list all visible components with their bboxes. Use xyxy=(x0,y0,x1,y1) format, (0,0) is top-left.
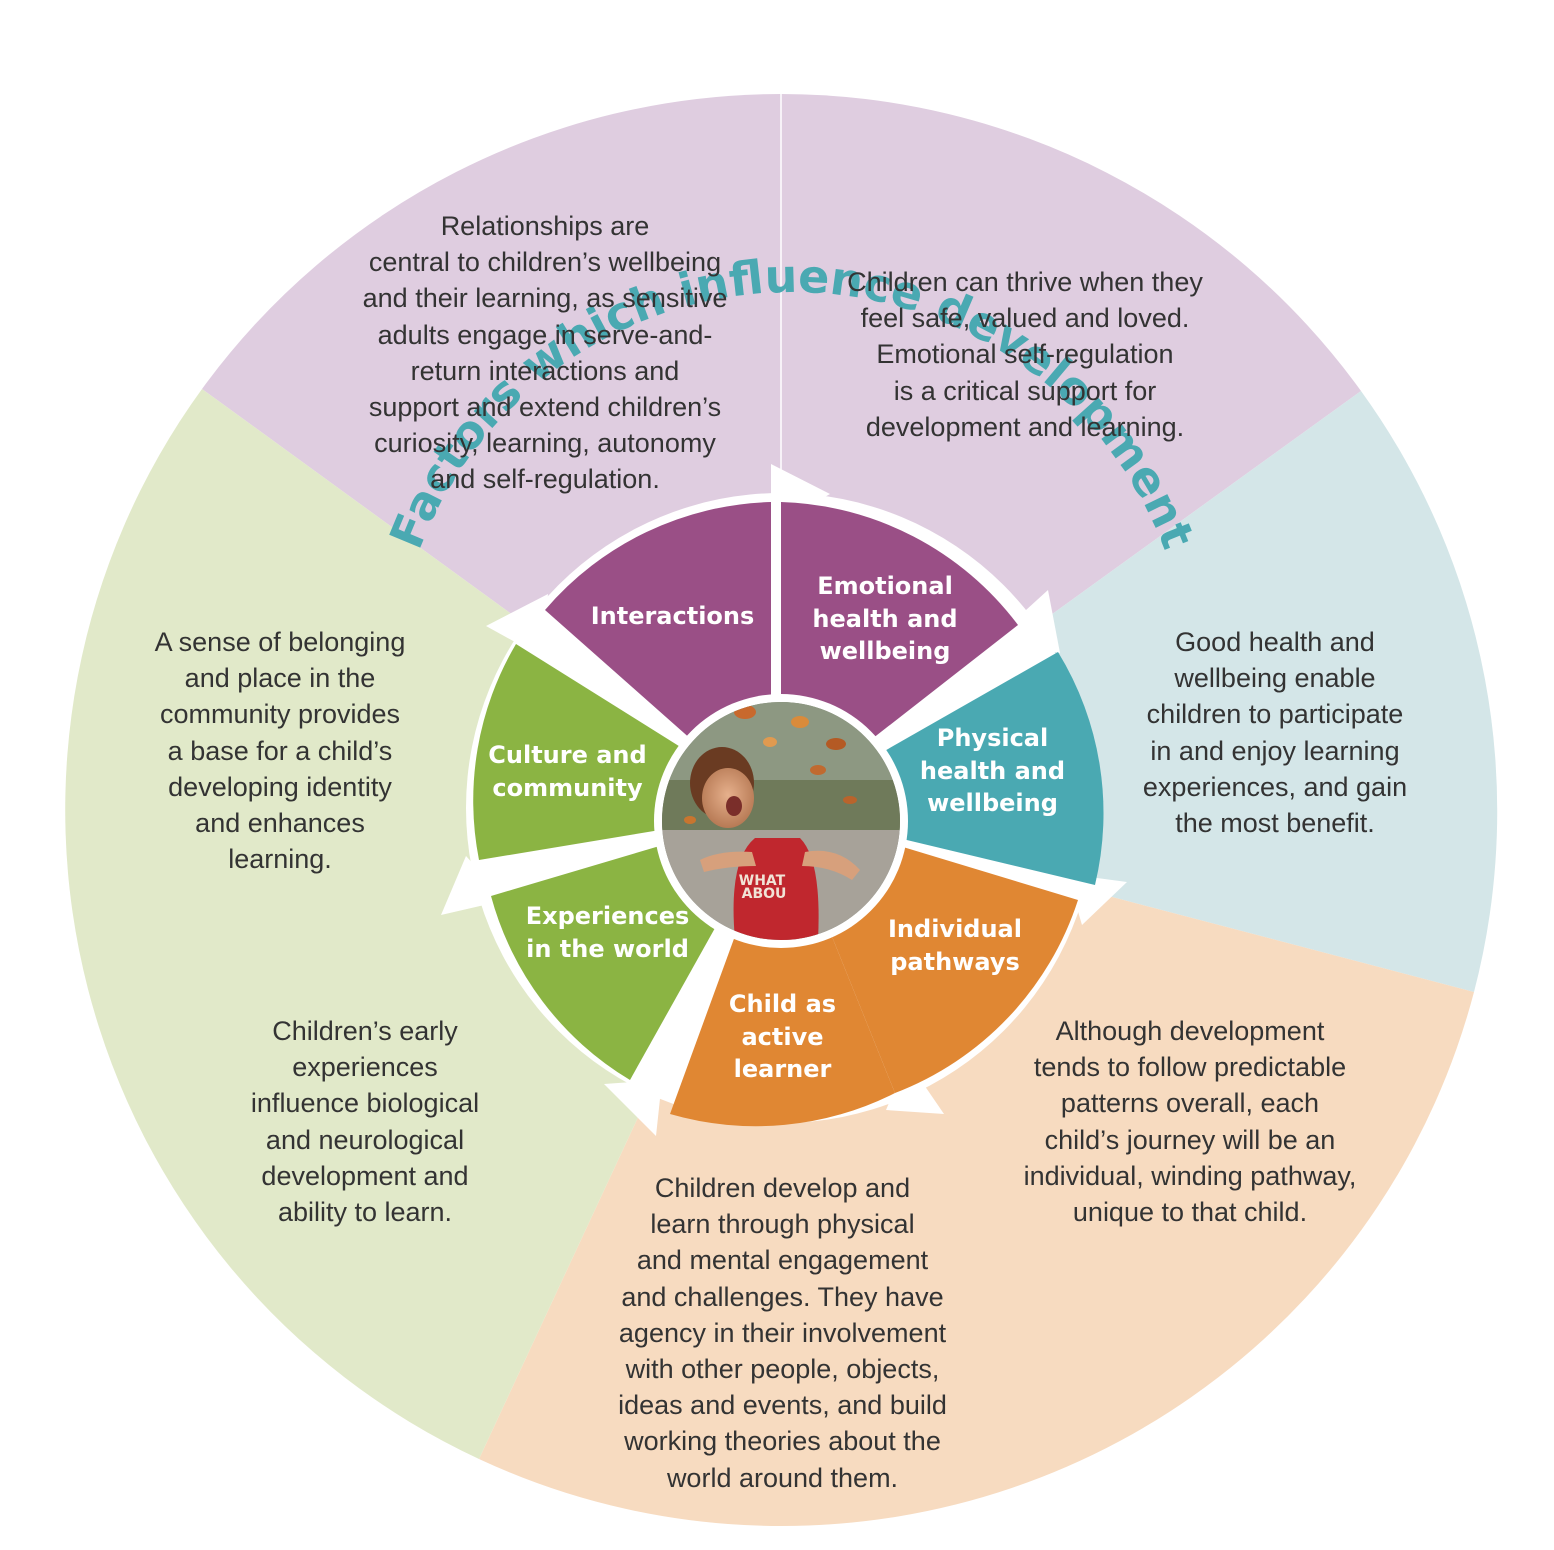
segment-label-active-learner: Child as active learner xyxy=(690,988,875,1086)
segment-label-physical: Physical health and wellbeing xyxy=(900,722,1085,820)
description-line: Although development xyxy=(1055,1016,1325,1046)
description-line: central to children’s wellbeing xyxy=(368,247,722,278)
description-physical: Good health and wellbeing enable children … xyxy=(1100,624,1450,841)
segment-label-line: wellbeing xyxy=(927,789,1058,817)
description-line: tends to follow predictable xyxy=(1033,1052,1347,1083)
outer-sector-experiences xyxy=(65,389,781,1459)
description-experiences: Children’s early experiences influence bio… xyxy=(205,1013,525,1230)
cycle-arrow-lower-right-icon xyxy=(886,1060,944,1114)
description-line: influence biological xyxy=(250,1088,480,1119)
description-culture: A sense of belonging and place in the comm… xyxy=(120,624,440,877)
description-line: Good health and xyxy=(1175,627,1375,657)
segment-label-line: Child as xyxy=(728,990,837,1018)
segment-label-line: Experiences xyxy=(525,902,690,930)
inner-segment-active-learner xyxy=(670,810,895,1127)
description-emotional: Children can thrive when they feel safe, … xyxy=(810,264,1240,445)
segment-label-line: in the world xyxy=(526,934,689,963)
cycle-arrows xyxy=(441,464,1127,1136)
cycle-arrow-upper-right-icon xyxy=(993,590,1060,653)
segment-label-emotional: Emotional health and wellbeing xyxy=(785,570,985,668)
description-line: agency in their involvement xyxy=(618,1317,947,1348)
segment-label-line: community xyxy=(492,773,643,802)
segment-label-interactions: Interactions xyxy=(560,600,785,633)
description-line: community provides xyxy=(159,699,401,730)
description-line: and neurological xyxy=(265,1124,465,1155)
description-line: and place in the xyxy=(184,663,376,694)
cycle-arrow-left-icon xyxy=(441,856,506,915)
segment-label-line: Emotional xyxy=(817,572,953,600)
description-line: experiences, and gain xyxy=(1142,771,1408,802)
description-line: wellbeing enable xyxy=(1174,663,1376,694)
description-line: and mental engagement xyxy=(636,1245,929,1276)
description-line: world around them. xyxy=(666,1462,899,1493)
shirt-text-line-2: ABOU xyxy=(742,886,787,902)
segment-label-line: health and xyxy=(919,756,1066,785)
description-line: Children can thrive when they xyxy=(847,267,1203,297)
description-relationships: Relationships are central to children’s w… xyxy=(330,208,760,498)
description-line: developing identity xyxy=(168,771,392,802)
description-line: ideas and events, and build xyxy=(618,1390,947,1421)
description-line: feel safe, valued and loved. xyxy=(860,303,1190,334)
description-line: individual, winding pathway, xyxy=(1023,1160,1357,1191)
description-line: Children’s early xyxy=(272,1016,458,1046)
description-line: ability to learn. xyxy=(277,1197,453,1228)
description-line: learn through physical xyxy=(650,1209,915,1240)
description-line: development and learning. xyxy=(865,411,1185,442)
description-line: Relationships are xyxy=(440,211,650,241)
segment-label-line: pathways xyxy=(890,947,1020,976)
description-line: and self-regulation. xyxy=(430,464,660,495)
cycle-arrow-lower-left-icon xyxy=(604,1080,662,1136)
description-line: and challenges. They have xyxy=(621,1281,944,1312)
segment-label-culture: Culture and community xyxy=(470,739,665,804)
segment-label-pathways: Individual pathways xyxy=(865,913,1045,978)
segment-label-line: Interactions xyxy=(590,602,755,630)
cycle-arrow-right-icon xyxy=(1067,874,1127,925)
description-line: and their learning, as sensitive xyxy=(362,283,728,314)
description-line: a base for a child’s xyxy=(167,735,393,766)
shirt-text-line-1: WHAT xyxy=(739,873,786,889)
segment-label-line: health and xyxy=(812,604,958,633)
description-line: unique to that child. xyxy=(1072,1197,1308,1228)
description-line: return interactions and xyxy=(410,355,680,386)
description-line: the most benefit. xyxy=(1175,808,1375,839)
description-line: children to participate xyxy=(1146,699,1404,730)
segment-label-line: Culture and xyxy=(488,741,647,769)
description-pathways: Although development tends to follow pred… xyxy=(980,1013,1400,1230)
description-line: learning. xyxy=(228,844,332,875)
segment-label-line: wellbeing xyxy=(819,637,951,665)
segment-label-line: Physical xyxy=(936,724,1049,752)
description-line: child’s journey will be an xyxy=(1044,1124,1336,1155)
description-line: experiences xyxy=(292,1052,438,1083)
description-line: with other people, objects, xyxy=(625,1354,940,1385)
center-photo: WHAT ABOU xyxy=(654,694,908,948)
cycle-arrow-upper-left-icon xyxy=(486,594,548,657)
description-line: A sense of belonging xyxy=(154,627,406,657)
description-line: Children develop and xyxy=(654,1173,911,1203)
description-line: and enhances xyxy=(195,808,365,839)
description-active-learner: Children develop and learn through physic… xyxy=(570,1170,995,1496)
description-line: curiosity, learning, autonomy xyxy=(374,428,716,459)
description-line: patterns overall, each xyxy=(1060,1088,1320,1119)
segment-label-line: active xyxy=(741,1022,824,1051)
description-line: working theories about the xyxy=(624,1426,941,1457)
segment-label-line: Individual xyxy=(888,915,1022,943)
description-line: in and enjoy learning xyxy=(1150,735,1400,766)
description-line: is a critical support for xyxy=(893,375,1157,406)
description-line: Emotional self-regulation xyxy=(876,339,1174,370)
segment-label-experiences: Experiences in the world xyxy=(490,900,725,965)
segment-label-line: learner xyxy=(733,1055,832,1083)
description-line: development and xyxy=(261,1160,469,1191)
description-line: adults engage in serve-and- xyxy=(377,319,713,350)
description-line: support and extend children’s xyxy=(368,392,722,423)
